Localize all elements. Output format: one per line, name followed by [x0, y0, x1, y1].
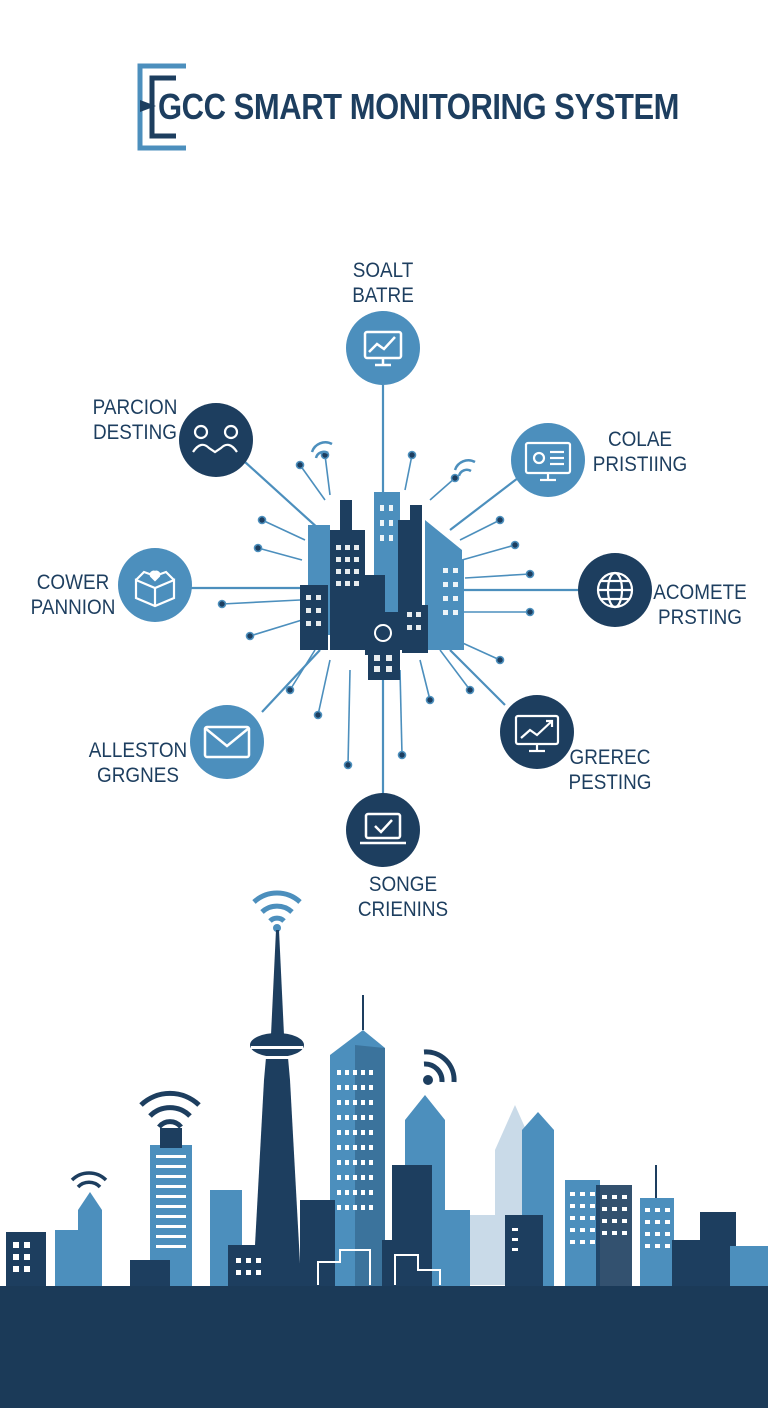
- node-lower-right: [500, 695, 574, 769]
- trend-chart-icon: [514, 714, 560, 753]
- radiating-spokes: [217, 450, 535, 770]
- node-left: [118, 548, 192, 622]
- people-handshake-icon: [192, 424, 239, 454]
- envelope-icon: [203, 725, 251, 759]
- central-city-hub: [300, 492, 464, 680]
- monitor-chart-icon: [363, 330, 403, 367]
- city-skyline: [0, 890, 768, 1408]
- presentation-screen-icon: [524, 441, 572, 482]
- globe-icon: [596, 571, 634, 609]
- left-wifi-icon: [139, 1090, 201, 1129]
- open-box-heart-icon: [134, 570, 176, 608]
- right-wifi-icon: [423, 1049, 457, 1083]
- node-right: [578, 553, 652, 627]
- node-upper-right: [511, 423, 585, 497]
- tower-wifi-icon: [252, 890, 302, 923]
- connector-lines: [190, 385, 578, 793]
- node-lower-left: [190, 705, 264, 779]
- node-top: [346, 311, 420, 385]
- small-wifi-icon: [70, 1171, 108, 1189]
- wifi-icon: [310, 441, 476, 477]
- node-upper-left: [179, 403, 253, 477]
- logo-bracket-icon: [137, 63, 186, 151]
- node-bottom: [346, 793, 420, 867]
- page-title: GCC SMART MONITORING SYSTEM: [158, 86, 680, 127]
- laptop-check-icon: [360, 812, 406, 845]
